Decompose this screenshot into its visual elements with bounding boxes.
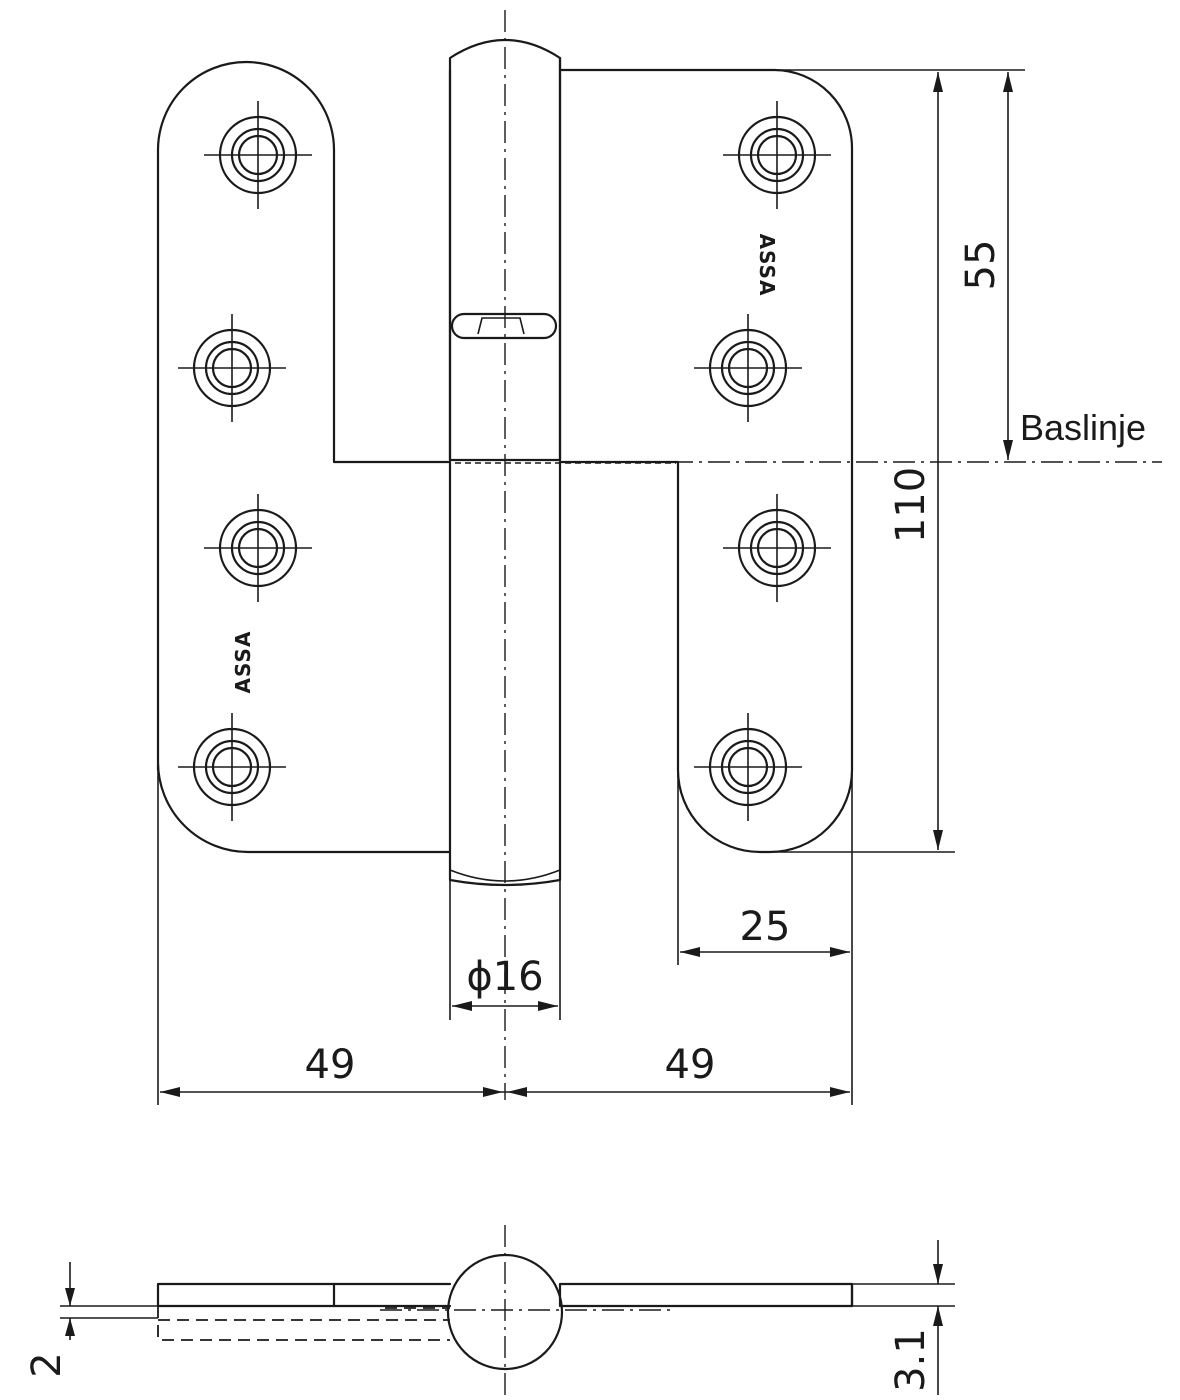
dimension-110: 110 bbox=[770, 72, 955, 853]
front-view: ASSA ASSA 55 110 Baslinje 25 bbox=[156, 10, 1162, 1105]
base-line-label: Baslinje bbox=[1020, 407, 1146, 448]
dimension-25-label: 25 bbox=[740, 904, 791, 950]
mounting-hole bbox=[721, 99, 833, 211]
side-leaf-hidden bbox=[157, 1306, 450, 1341]
dimension-55: 55 bbox=[560, 69, 1025, 460]
side-view: 2 3.1 bbox=[24, 1225, 955, 1400]
dimension-2-label: 2 bbox=[24, 1352, 70, 1377]
dimension-49-left-label: 49 bbox=[305, 1042, 356, 1088]
mounting-hole bbox=[692, 711, 804, 823]
hinge-pin bbox=[448, 38, 562, 1020]
mounting-hole bbox=[176, 711, 288, 823]
dimension-3-1: 3.1 bbox=[852, 1240, 955, 1395]
dimension-110-label: 110 bbox=[888, 467, 934, 543]
mounting-hole bbox=[721, 492, 833, 604]
brand-mark-left: ASSA bbox=[231, 631, 255, 694]
pin-slot bbox=[450, 312, 558, 340]
brand-mark-right: ASSA bbox=[755, 234, 779, 297]
dimension-diameter-16-label: ϕ16 bbox=[466, 954, 543, 1000]
mounting-hole bbox=[202, 99, 314, 211]
dimension-25: 25 bbox=[677, 770, 853, 1105]
mounting-hole bbox=[202, 492, 314, 604]
side-leaf-right bbox=[558, 1282, 854, 1308]
dimension-diameter-16: ϕ16 bbox=[452, 954, 558, 1011]
dimension-3-1-label: 3.1 bbox=[888, 1328, 934, 1392]
dimension-2: 2 bbox=[24, 1262, 158, 1378]
left-leaf-outline bbox=[156, 60, 452, 854]
dimension-49-right-label: 49 bbox=[665, 1042, 716, 1088]
right-leaf-outline bbox=[558, 68, 854, 854]
mounting-hole bbox=[692, 312, 804, 424]
dimension-55-label: 55 bbox=[958, 240, 1004, 291]
mounting-hole bbox=[176, 312, 288, 424]
dimension-49-49: 49 49 bbox=[157, 770, 850, 1105]
side-leaf-left bbox=[156, 1282, 452, 1308]
